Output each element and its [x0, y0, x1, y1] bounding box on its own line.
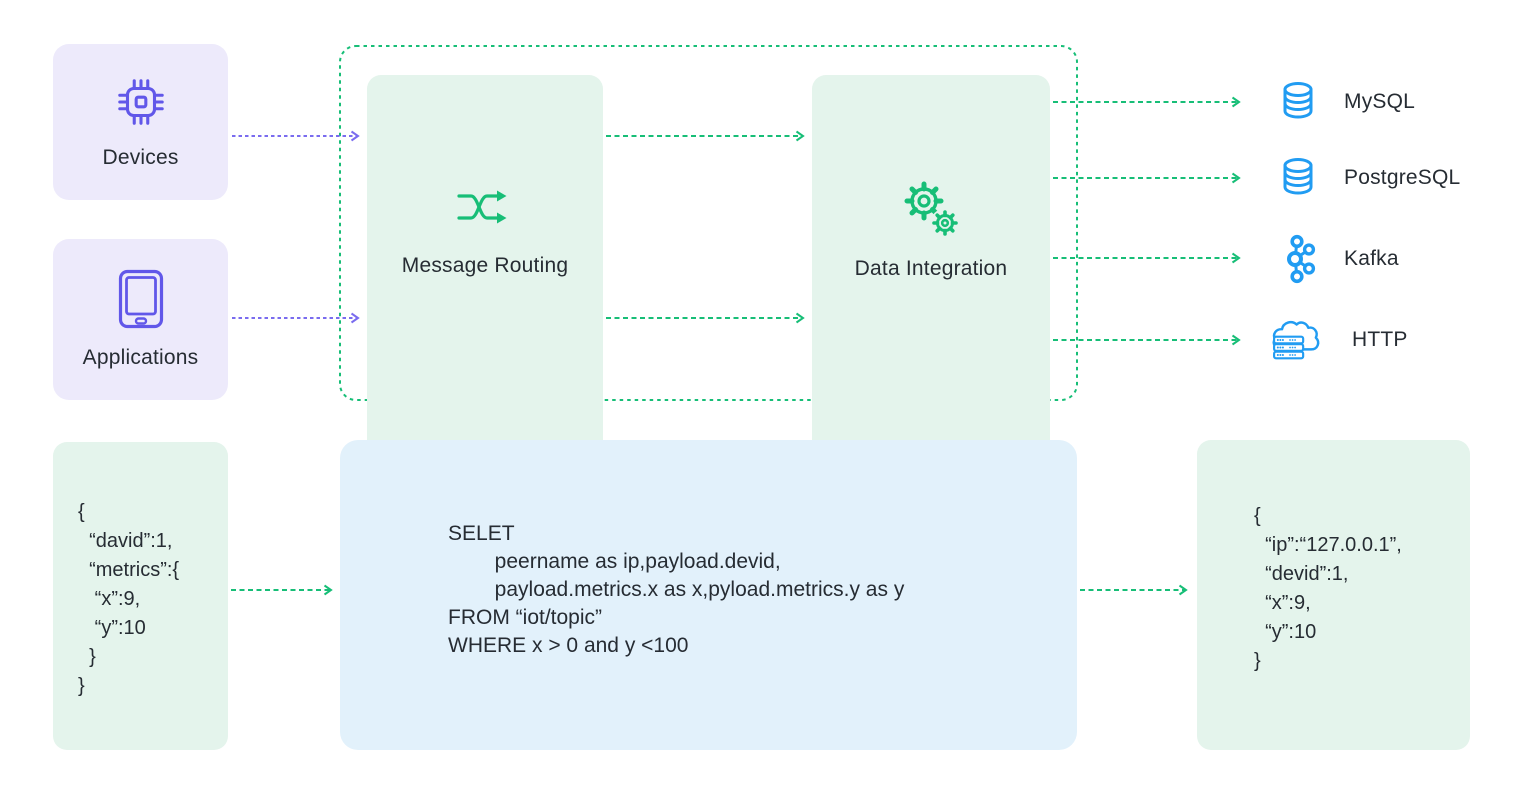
http-label: HTTP: [1352, 328, 1408, 351]
sink-row-http: HTTP: [1268, 316, 1408, 364]
sink-row-mysql: MySQL: [1276, 78, 1415, 126]
applications-label: Applications: [82, 346, 199, 369]
devices-card: Devices: [53, 44, 228, 200]
sink-row-postgresql: PostgreSQL: [1276, 154, 1460, 202]
message-routing-label: Message Routing: [401, 254, 569, 277]
data-integration-label: Data Integration: [854, 257, 1008, 280]
output-json-code: { “ip”:“127.0.0.1”, “devid”:1, “x”:9, “y…: [1254, 505, 1402, 672]
input-json-code: { “david”:1, “metrics”:{ “x”:9, “y”:10 }…: [78, 501, 180, 697]
postgresql-label: PostgreSQL: [1344, 166, 1461, 189]
output-json-box: { “ip”:“127.0.0.1”, “devid”:1, “x”:9, “y…: [1197, 440, 1470, 750]
gears-icon: [904, 181, 960, 238]
data-integration-card: Data Integration: [812, 75, 1050, 474]
tablet-icon: [118, 269, 163, 329]
cloud-server-icon: [1268, 316, 1328, 364]
chip-icon: [117, 78, 164, 125]
kafka-label: Kafka: [1344, 247, 1399, 270]
kafka-icon: [1276, 233, 1320, 285]
database-icon: [1276, 156, 1320, 200]
sql-rule-code: SELET peername as ip,payload.devid, payl…: [448, 522, 905, 657]
mysql-label: MySQL: [1344, 90, 1416, 113]
applications-card: Applications: [53, 239, 228, 400]
input-json-box: { “david”:1, “metrics”:{ “x”:9, “y”:10 }…: [53, 442, 228, 750]
database-icon: [1276, 80, 1320, 124]
shuffle-icon: [457, 190, 507, 224]
sink-row-kafka: Kafka: [1276, 233, 1399, 285]
message-routing-card: Message Routing: [367, 75, 603, 483]
sql-rule-box: SELET peername as ip,payload.devid, payl…: [340, 440, 1077, 750]
devices-label: Devices: [102, 145, 179, 169]
